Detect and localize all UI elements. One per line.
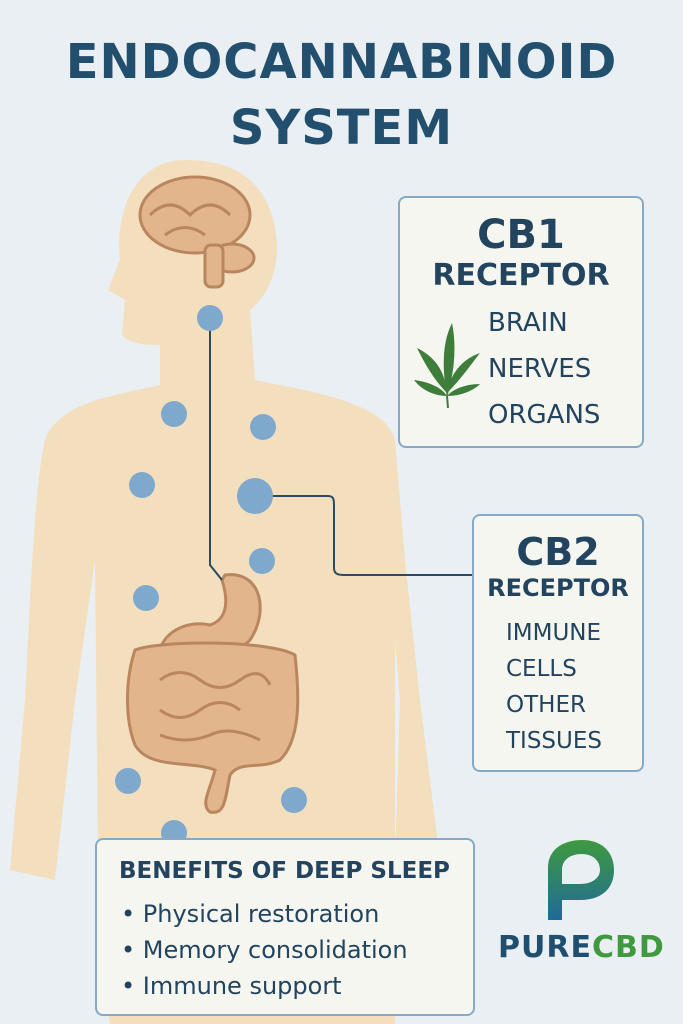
receptor-dots xyxy=(115,305,307,846)
cb2-item: CELLS xyxy=(506,656,577,682)
bullet-icon: • xyxy=(121,936,143,964)
benefits-title: BENEFITS OF DEEP SLEEP xyxy=(119,858,450,884)
cb1-receptor-card: CB1 RECEPTOR BRAIN NERVES ORGANS xyxy=(398,196,644,448)
title-line-2: SYSTEM xyxy=(229,100,454,156)
cb2-title: CB2 xyxy=(516,530,600,574)
cb1-item: BRAIN xyxy=(488,308,568,338)
benefits-card: BENEFITS OF DEEP SLEEP • Physical restor… xyxy=(95,838,475,1016)
cb2-item: OTHER xyxy=(506,692,586,718)
cb1-subtitle: RECEPTOR xyxy=(432,258,610,293)
bullet-icon: • xyxy=(121,972,143,1000)
cannabis-leaf-icon xyxy=(414,323,480,408)
purecbd-logo-icon xyxy=(548,840,614,920)
cb1-title: CB1 xyxy=(477,212,565,258)
cb2-item: TISSUES xyxy=(506,728,602,754)
cb2-receptor-card: CB2 RECEPTOR IMMUNE CELLS OTHER TISSUES xyxy=(472,514,644,772)
cb2-subtitle: RECEPTOR xyxy=(487,574,629,602)
benefit-item: • Immune support xyxy=(121,972,342,1000)
intestines-icon xyxy=(126,641,300,814)
benefit-item: • Physical restoration xyxy=(121,900,380,928)
connector-lines xyxy=(209,318,472,581)
cb2-item: IMMUNE xyxy=(506,620,602,646)
cb1-item: ORGANS xyxy=(488,400,601,430)
bullet-icon: • xyxy=(121,900,143,928)
benefit-item: • Memory consolidation xyxy=(121,936,408,964)
title-line-1: ENDOCANNABINOID xyxy=(65,34,618,90)
cb1-item: NERVES xyxy=(488,354,592,384)
brain-icon xyxy=(138,175,256,289)
purecbd-logo-text: PURECBD xyxy=(498,930,665,965)
